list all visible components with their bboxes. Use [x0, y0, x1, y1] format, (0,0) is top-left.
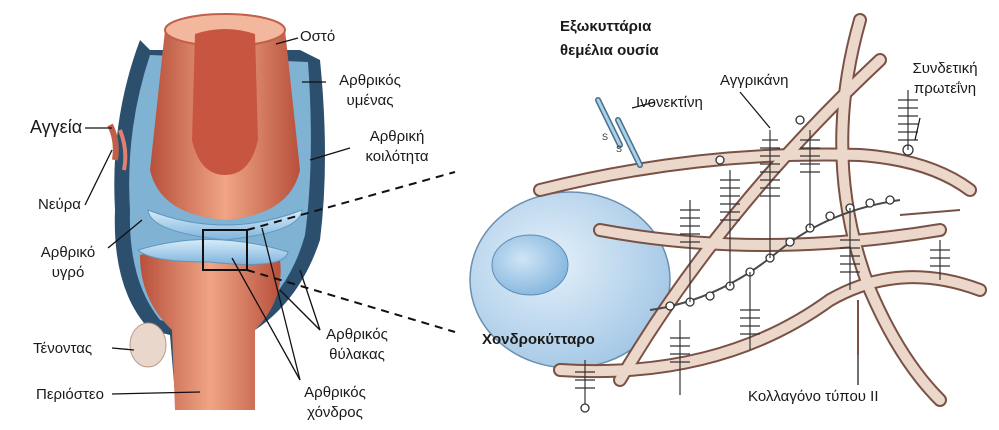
label-link-protein-line1: Συνδετική: [895, 60, 995, 78]
fiber-strand: [900, 210, 960, 215]
svg-text:S: S: [616, 144, 622, 154]
label-bone: Οστό: [300, 28, 335, 46]
link-protein-bottom: [581, 404, 589, 412]
label-joint-cavity-line2: κοιλότητα: [352, 148, 442, 166]
fibronectin-molecule: S S: [598, 100, 640, 165]
label-nerves: Νεύρα: [38, 196, 81, 214]
label-joint-capsule-line1: Αρθρικός: [312, 326, 402, 344]
label-synovial-fluid-line2: υγρό: [28, 264, 108, 282]
label-joint-capsule-line2: θύλακας: [312, 346, 402, 364]
label-synovial-membrane-line1: Αρθρικός: [330, 72, 410, 90]
label-extracellular-matrix-line2: θεμέλια ουσία: [560, 42, 659, 60]
svg-text:S: S: [602, 132, 608, 142]
tendon-shape: [130, 323, 166, 367]
label-cartilage-line2: χόνδρος: [290, 404, 380, 422]
label-synovial-membrane-line2: υμένας: [330, 92, 410, 110]
label-link-protein-line2: πρωτεΐνη: [895, 80, 995, 98]
label-periosteum: Περιόστεο: [36, 386, 104, 404]
label-synovial-fluid-line1: Αρθρικό: [28, 244, 108, 262]
marrow-cavity-shape: [192, 29, 258, 175]
chondrocyte-nucleus: [492, 235, 568, 295]
label-fibronectin: Ινονεκτίνη: [636, 94, 703, 112]
label-chondrocyte: Χονδροκύτταρο: [482, 331, 595, 349]
label-joint-cavity-line1: Αρθρική: [352, 128, 442, 146]
label-aggrecan: Αγγρικάνη: [720, 72, 788, 90]
aggrecan-5: [898, 90, 918, 150]
label-vessels: Αγγεία: [30, 118, 82, 136]
label-extracellular-matrix-line1: Εξωκυττάρια: [560, 18, 651, 36]
label-collagen: Κολλαγόνο τύπου II: [748, 388, 879, 406]
label-cartilage-line1: Αρθρικός: [290, 384, 380, 402]
label-tendon: Τένοντας: [33, 340, 92, 358]
vessel-shape: [110, 125, 116, 160]
